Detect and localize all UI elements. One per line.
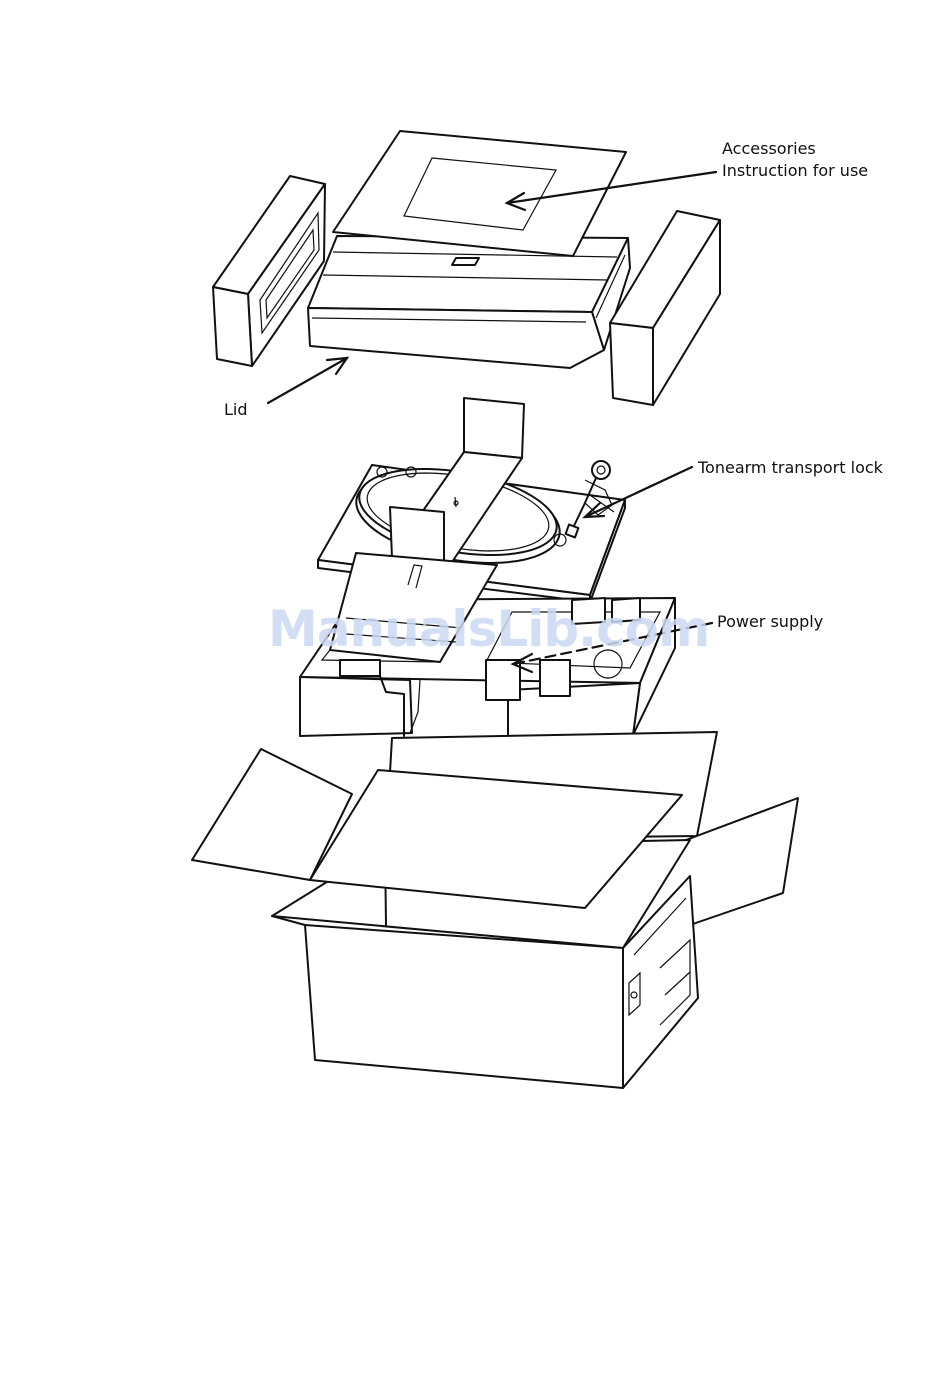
accessory-sheet [333,131,626,256]
left-end-cap [213,176,325,366]
accessories-label: Accessories [722,139,816,159]
instruction-label: Instruction for use [722,161,868,181]
cardboard-box [192,732,798,1088]
lid-box [308,236,630,368]
lid-label: Lid [224,400,248,420]
watermark: ManualsLib.com [268,600,709,658]
tonearm-lock-label: Tonearm transport lock [698,458,883,478]
lid-arrow [268,358,347,403]
power-supply-label: Power supply [717,612,823,632]
